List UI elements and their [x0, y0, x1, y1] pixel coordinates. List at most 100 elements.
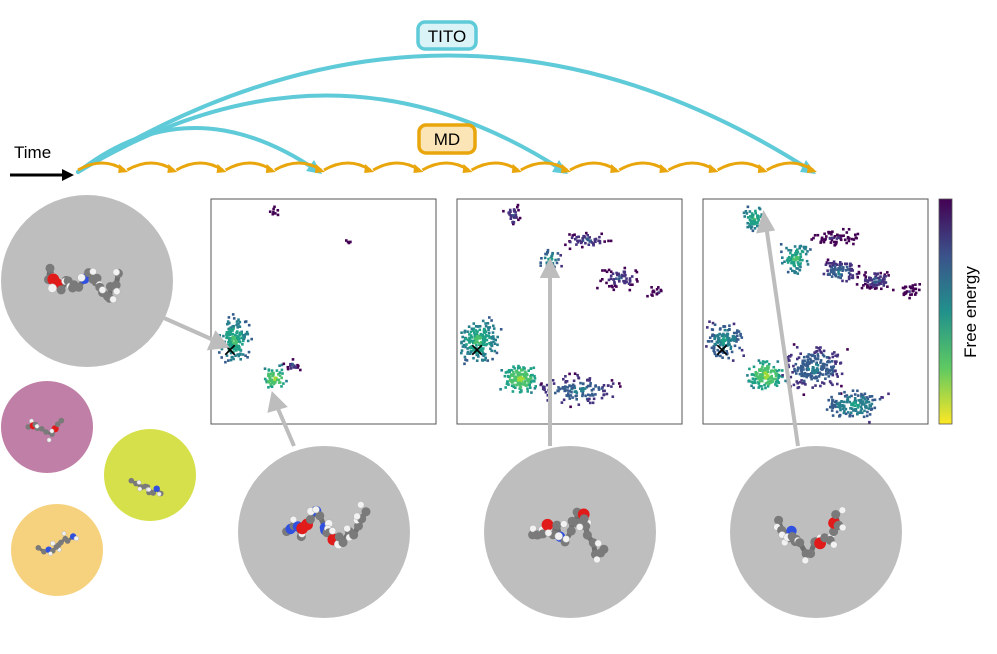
- scatter-point: [759, 378, 763, 381]
- scatter-point: [716, 339, 720, 343]
- scatter-point: [800, 370, 804, 374]
- scatter-point: [799, 252, 802, 256]
- scatter-point: [611, 285, 614, 289]
- scatter-point: [751, 377, 755, 380]
- scatter-point: [842, 234, 845, 237]
- scatter-point: [602, 384, 606, 387]
- scatter-point: [813, 234, 817, 237]
- scatter-point: [487, 334, 490, 338]
- scatter-point: [819, 346, 822, 349]
- scatter-point: [850, 394, 853, 398]
- scatter-point: [483, 358, 487, 362]
- scatter-point: [766, 367, 770, 371]
- scatter-point: [527, 377, 530, 381]
- panel-1-start-marker: ×: [223, 337, 237, 364]
- scatter-point: [575, 243, 578, 246]
- scatter-point: [764, 367, 767, 370]
- scatter-point: [818, 371, 821, 374]
- scatter-point: [581, 387, 585, 391]
- scatter-point: [569, 394, 573, 397]
- scatter-point: [875, 280, 878, 283]
- scatter-point: [466, 347, 469, 350]
- tito-arc-3: [76, 53, 812, 174]
- scatter-point: [236, 326, 239, 329]
- scatter-point: [232, 327, 235, 330]
- scatter-point: [238, 340, 241, 343]
- scatter-point: [478, 328, 482, 332]
- scatter-point: [544, 391, 548, 394]
- scatter-point: [523, 374, 526, 378]
- scatter-point: [229, 351, 233, 355]
- scatter-point: [291, 358, 295, 361]
- hydrogen-atom: [357, 501, 365, 509]
- scatter-point: [589, 394, 592, 397]
- scatter-point: [797, 356, 801, 359]
- scatter-point: [628, 288, 632, 292]
- scatter-point: [278, 371, 282, 374]
- scatter-point: [721, 343, 725, 347]
- scatter-point: [655, 292, 659, 296]
- scatter-point: [845, 279, 848, 283]
- scatter-point: [832, 240, 836, 244]
- scatter-point: [839, 238, 843, 242]
- md-hop: [667, 161, 716, 172]
- scatter-point: [479, 344, 482, 348]
- scatter-point: [562, 377, 565, 381]
- hydrogen-atom: [560, 520, 568, 528]
- hydrogen-atom: [562, 535, 570, 543]
- scatter-point: [811, 386, 814, 389]
- scatter-point: [493, 342, 497, 345]
- scatter-point: [854, 409, 858, 413]
- scatter-point: [270, 372, 273, 375]
- scatter-point: [743, 215, 746, 218]
- scatter-point: [594, 237, 598, 241]
- scatter-point: [758, 368, 761, 371]
- scatter-point: [573, 233, 576, 236]
- scatter-point: [281, 372, 284, 375]
- scatter-point: [801, 258, 804, 262]
- md-hop-arrowhead-icon: [265, 164, 276, 173]
- scatter-point: [598, 241, 602, 245]
- scatter-point: [470, 345, 473, 348]
- scatter-point: [473, 350, 477, 354]
- atom: [552, 520, 562, 530]
- scatter-point: [832, 365, 836, 368]
- scatter-point: [746, 205, 750, 209]
- scatter-point: [830, 266, 834, 269]
- scatter-point: [829, 368, 833, 372]
- scatter-point: [757, 376, 761, 380]
- scatter-point: [873, 406, 877, 410]
- scatter-point: [636, 280, 639, 283]
- scatter-point: [842, 400, 846, 404]
- scatter-point: [862, 394, 865, 397]
- scatter-point: [753, 218, 757, 221]
- scatter-point: [869, 395, 872, 398]
- scatter-point: [866, 279, 869, 282]
- hydrogen-atom: [156, 491, 162, 497]
- scatter-point: [775, 373, 779, 376]
- scatter-point: [732, 331, 736, 335]
- scatter-point: [514, 213, 518, 217]
- scatter-point: [821, 353, 825, 357]
- hydrogen-atom: [112, 268, 120, 276]
- scatter-point: [828, 273, 831, 276]
- hydrogen-atom: [48, 551, 53, 557]
- scatter-point: [232, 350, 235, 353]
- scatter-point: [830, 402, 834, 406]
- scatter-point: [273, 205, 276, 209]
- scatter-point: [514, 211, 517, 214]
- tito-arc-2: [76, 93, 564, 174]
- scatter-point: [491, 357, 494, 361]
- scatter-point: [852, 238, 856, 241]
- scatter-point: [725, 336, 729, 340]
- scatter-point: [835, 372, 839, 376]
- scatter-point: [833, 271, 836, 274]
- scatter-point: [651, 294, 654, 297]
- scatter-point: [479, 336, 482, 340]
- scatter-point: [748, 218, 752, 221]
- scatter-point: [707, 340, 711, 343]
- scatter-point: [864, 277, 867, 281]
- scatter-point: [230, 339, 233, 342]
- scatter-point: [834, 273, 837, 277]
- hydrogen-atom: [801, 556, 809, 565]
